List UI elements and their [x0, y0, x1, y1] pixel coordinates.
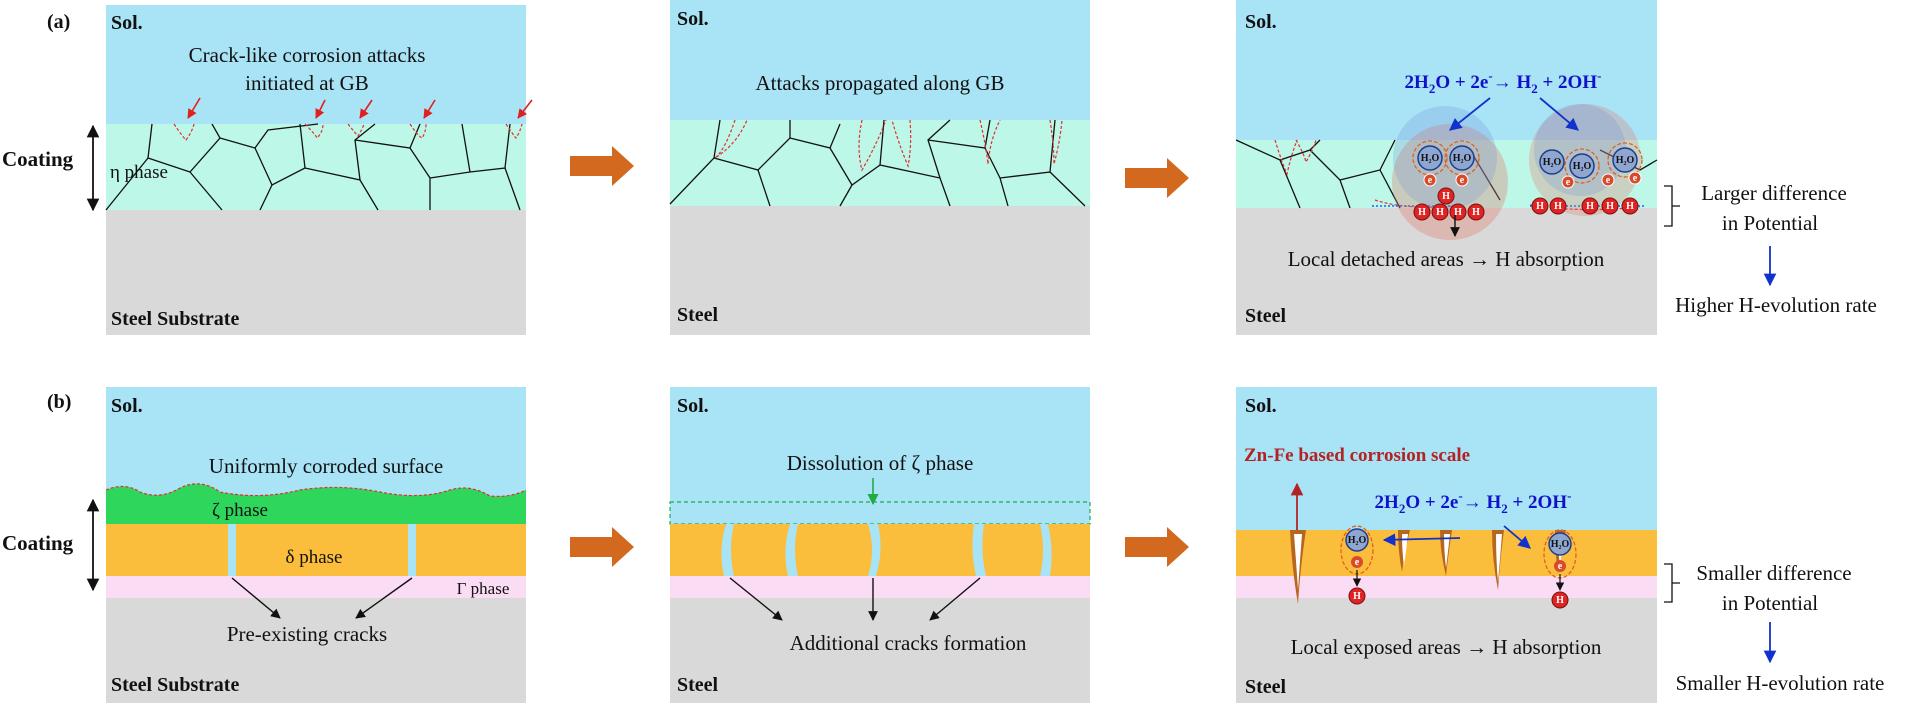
panel-a1 [105, 5, 533, 335]
caption-b1: Uniformly corroded surface [209, 454, 443, 478]
row-b-label: (b) [47, 391, 71, 413]
potential-diff-b-line1: Smaller difference [1696, 561, 1851, 585]
flow-arrow-b2 [1125, 527, 1189, 567]
absorption-caption-a: Local detached areas → H absorption [1288, 247, 1605, 271]
svg-text:H: H [1418, 207, 1426, 218]
svg-text:H: H [1353, 591, 1361, 602]
substrate-label-b1: Steel Substrate [111, 674, 239, 696]
svg-text:H₂O: H₂O [1348, 535, 1367, 546]
panel-b2 [669, 387, 1091, 703]
caption-a1-line1: Crack-like corrosion attacks [189, 43, 426, 67]
grain-boundaries-a2 [669, 119, 1086, 207]
svg-text:H: H [1554, 201, 1562, 212]
svg-text:e: e [1606, 175, 1611, 186]
svg-text:e: e [1428, 175, 1433, 186]
absorption-caption-b: Local exposed areas → H absorption [1291, 635, 1602, 659]
caption-b2: Dissolution of ζ phase [787, 451, 974, 475]
flow-arrow-b1 [570, 527, 634, 567]
delta-phase-label: δ phase [286, 547, 343, 568]
reaction-equation-b: 2H2O + 2e-→ H2 + 2OH- [1375, 488, 1572, 516]
substrate-label-b2: Steel [677, 674, 719, 696]
svg-text:e: e [1558, 561, 1563, 572]
potential-diff-a-line2: in Potential [1722, 211, 1818, 235]
svg-text:H₂O: H₂O [1453, 153, 1472, 164]
svg-text:H: H [1536, 201, 1544, 212]
sol-label-a1: Sol. [111, 12, 143, 34]
sol-label-b3: Sol. [1245, 395, 1277, 417]
svg-text:H₂O: H₂O [1573, 161, 1592, 172]
additional-cracks-label: Additional cracks formation [790, 631, 1027, 655]
panel-a2 [669, 0, 1090, 335]
caption-a1-line2: initiated at GB [245, 71, 369, 95]
molecule-labels-a3: H₂O H₂O H₂O H₂O H₂O e e e e e H H H H H … [1418, 153, 1638, 218]
coating-label-b: Coating [2, 531, 74, 555]
svg-text:H: H [1586, 201, 1594, 212]
row-a-label: (a) [47, 11, 70, 33]
svg-text:H₂O: H₂O [1616, 155, 1635, 166]
svg-text:H: H [1626, 201, 1634, 212]
svg-text:H₂O: H₂O [1551, 539, 1570, 550]
svg-text:H: H [1472, 207, 1480, 218]
caption-a2: Attacks propagated along GB [755, 71, 1004, 95]
substrate-label-a1: Steel Substrate [111, 308, 239, 330]
gamma-phase-label: Γ phase [457, 579, 510, 598]
flow-arrow-a2 [1125, 158, 1189, 198]
bracket-b [1664, 563, 1680, 603]
reaction-equation-a: 2H2O + 2e-→ H2 + 2OH- [1405, 68, 1602, 96]
sol-label-b2: Sol. [677, 395, 709, 417]
svg-text:H₂O: H₂O [1543, 157, 1562, 168]
substrate-label-a3: Steel [1245, 305, 1287, 327]
h-evolution-rate-a: Higher H-evolution rate [1675, 293, 1877, 317]
svg-text:H: H [1442, 191, 1450, 202]
flow-arrow-a1 [570, 146, 634, 186]
svg-text:H₂O: H₂O [1421, 153, 1440, 164]
svg-text:H: H [1454, 207, 1462, 218]
svg-text:e: e [1460, 175, 1465, 186]
h-evolution-rate-b: Smaller H-evolution rate [1676, 671, 1885, 695]
eta-phase-label: η phase [110, 162, 168, 183]
corrosion-scale-label: Zn-Fe based corrosion scale [1244, 445, 1470, 466]
substrate-label-b3: Steel [1245, 676, 1287, 698]
potential-diff-b-line2: in Potential [1722, 591, 1818, 615]
grain-boundaries-a1 [105, 123, 521, 211]
zeta-phase-label: ζ phase [212, 500, 268, 521]
sol-label-a3: Sol. [1245, 11, 1277, 33]
svg-text:e: e [1566, 177, 1571, 188]
sol-label-b1: Sol. [111, 395, 143, 417]
svg-text:e: e [1633, 173, 1638, 184]
potential-diff-a-line1: Larger difference [1701, 181, 1847, 205]
svg-text:H: H [1556, 595, 1564, 606]
coating-label-a: Coating [2, 147, 74, 171]
svg-text:H: H [1606, 201, 1614, 212]
svg-text:e: e [1355, 557, 1360, 568]
substrate-label-a2: Steel [677, 304, 719, 326]
molecule-labels-b3: H₂O H₂O e e H H [1348, 535, 1570, 606]
pre-existing-cracks-label: Pre-existing cracks [227, 622, 387, 646]
sol-label-a2: Sol. [677, 8, 709, 30]
bracket-a [1664, 185, 1680, 227]
panel-a3 [1235, 0, 1658, 335]
svg-text:H: H [1436, 207, 1444, 218]
panel-b3 [1236, 387, 1657, 703]
panel-b1 [105, 387, 527, 703]
